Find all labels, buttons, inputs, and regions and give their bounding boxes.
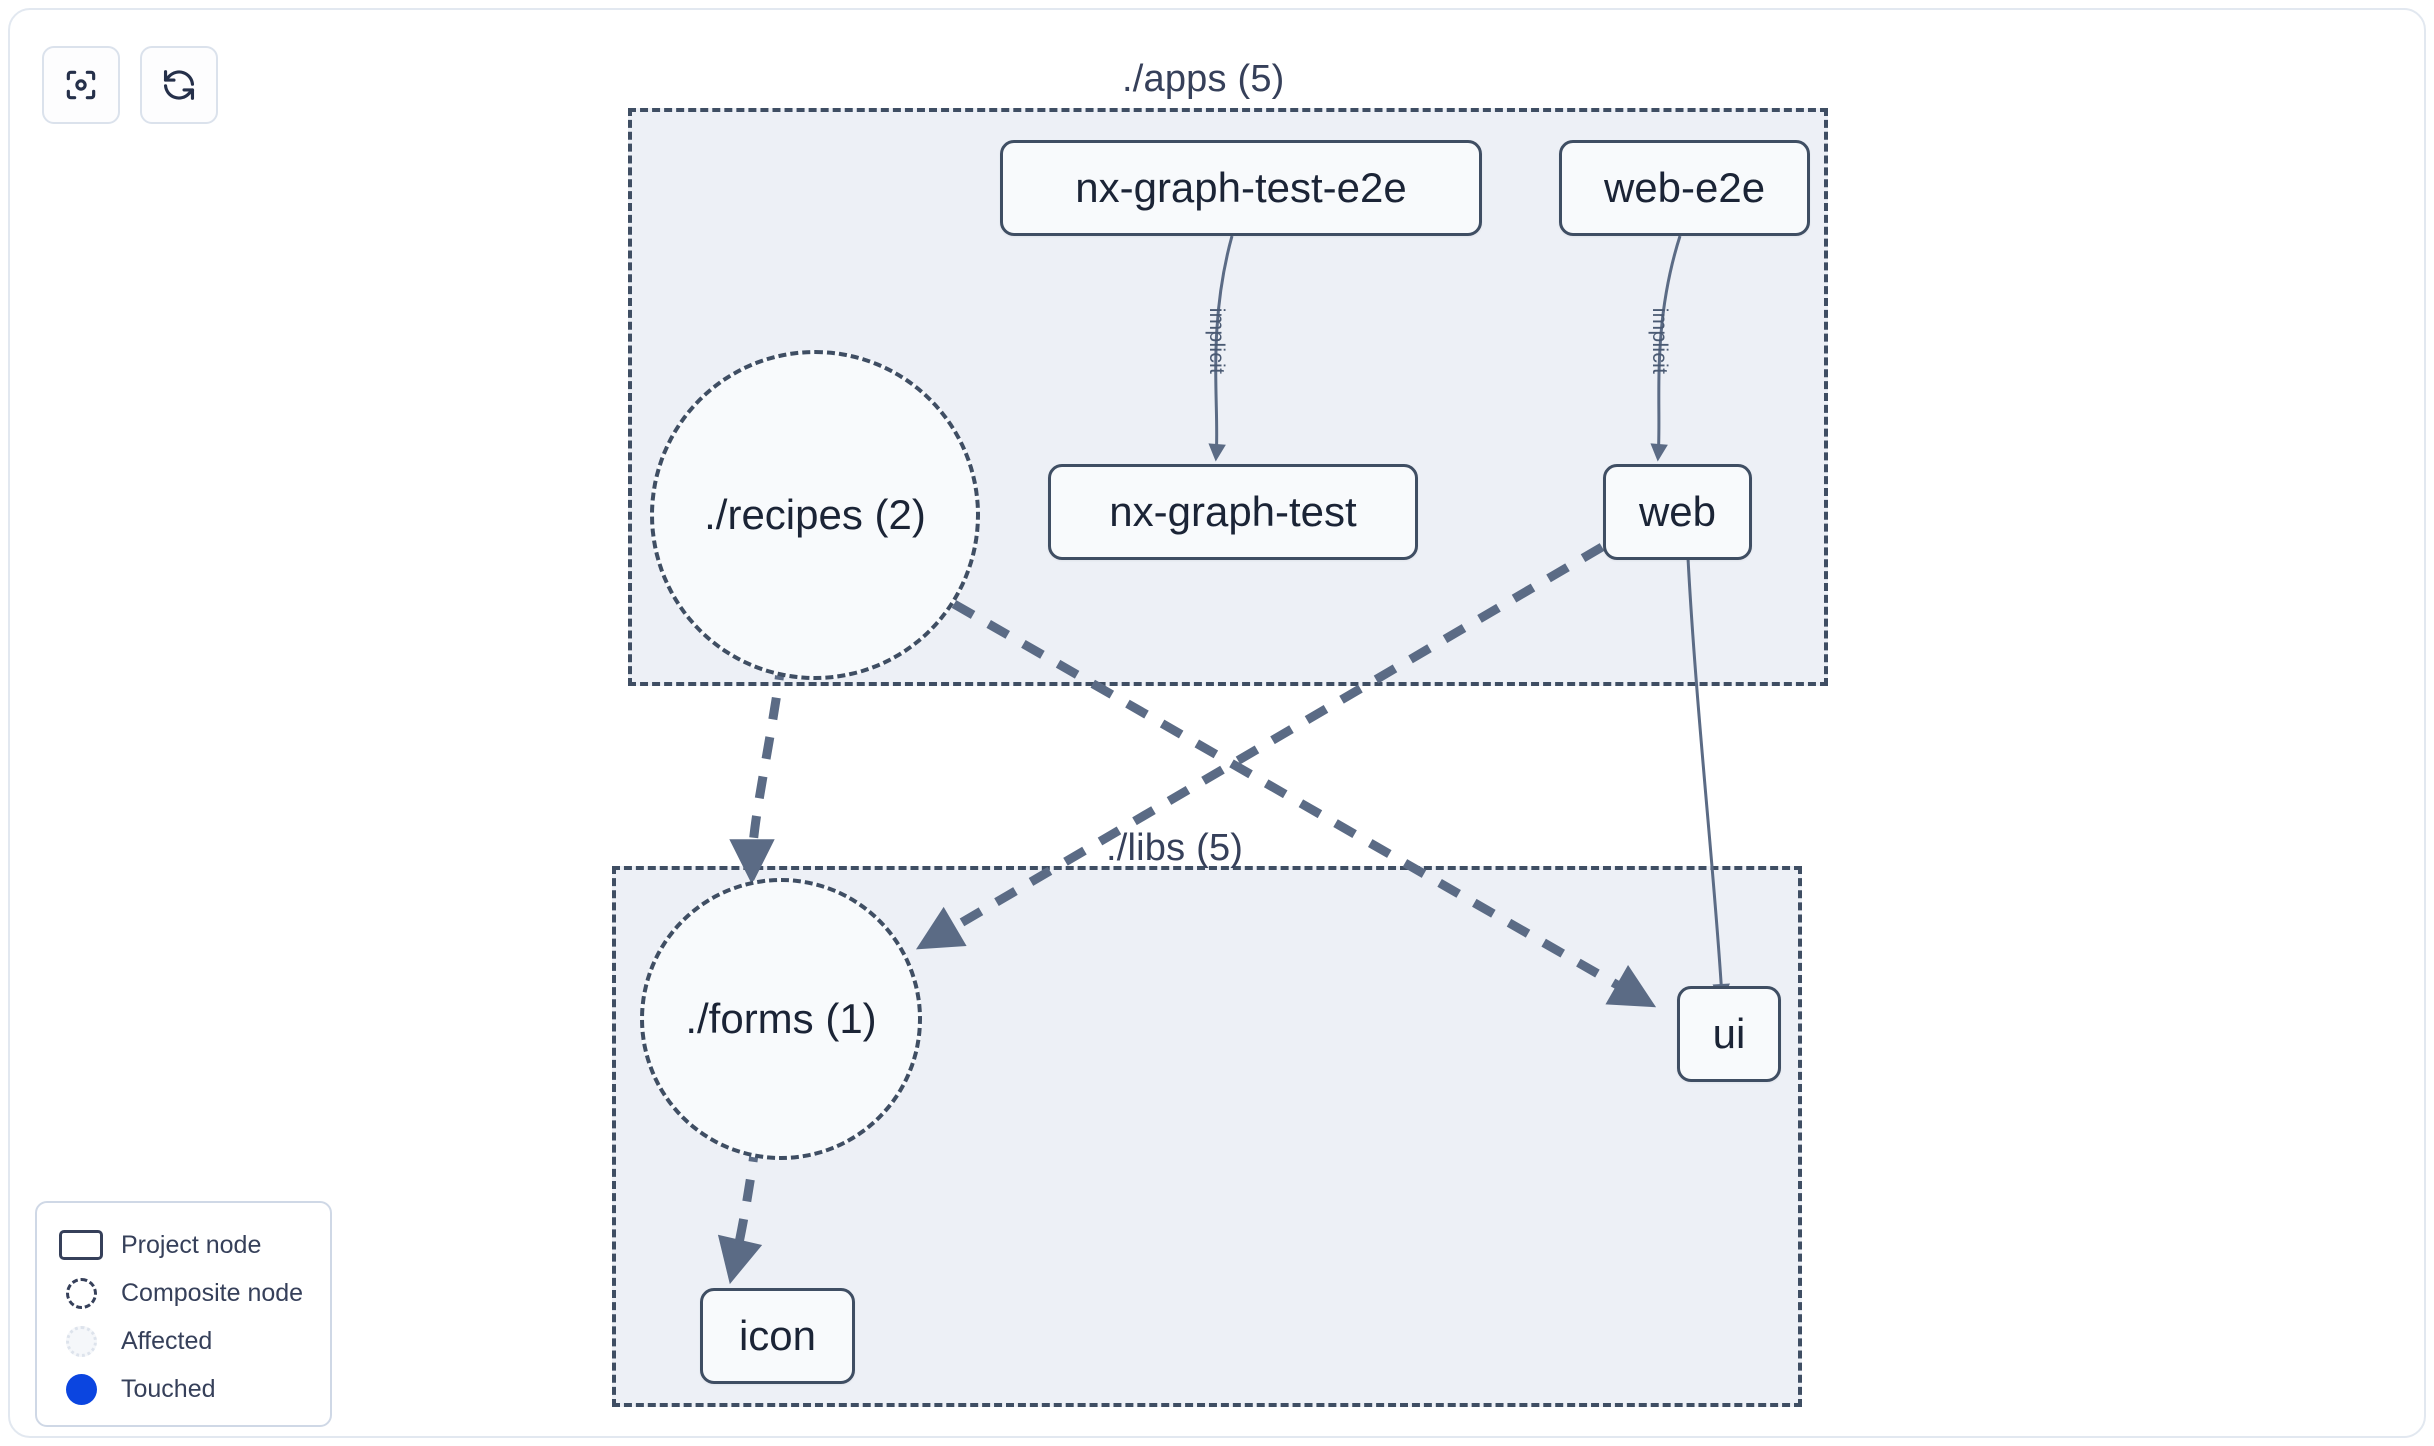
node-label: icon [738,1312,817,1359]
refresh-icon [160,66,198,104]
node-label: nx-graph-test [1109,488,1357,535]
composite-node-forms[interactable]: ./forms (1) [640,878,922,1160]
legend-label: Composite node [121,1278,304,1307]
legend-label: Touched [121,1374,216,1403]
group-label-apps: ./apps (5) [1122,58,1285,100]
node-label: nx-graph-test-e2e [1075,164,1407,211]
node-label: web-e2e [1603,164,1766,211]
node-label: web [1638,488,1717,535]
focus-graph-button[interactable] [42,46,120,124]
graph-toolbar [42,46,218,124]
graph-app-shell: ./apps (5) ./libs (5) [8,8,2426,1438]
legend-item-project-node: Project node [59,1221,308,1269]
legend-item-touched: Touched [59,1365,308,1413]
node-ui[interactable]: ui [1677,986,1781,1082]
composite-node-recipes[interactable]: ./recipes (2) [650,350,980,680]
touched-swatch-icon [59,1373,103,1405]
node-icon[interactable]: icon [700,1288,855,1384]
composite-node-label: ./recipes (2) [704,491,926,538]
project-graph-canvas[interactable]: ./apps (5) ./libs (5) [10,10,2424,1436]
node-web-e2e[interactable]: web-e2e [1559,140,1810,236]
group-label-libs: ./libs (5) [1106,827,1244,869]
node-label: ui [1712,1010,1746,1057]
legend-label: Affected [121,1326,213,1355]
legend-label: Project node [121,1230,262,1259]
project-node-swatch-icon [59,1230,103,1260]
edge-recipes-to-forms [729,657,787,885]
refresh-graph-button[interactable] [140,46,218,124]
legend-item-affected: Affected [59,1317,308,1365]
composite-node-swatch-icon [59,1277,103,1309]
node-web[interactable]: web [1603,464,1752,560]
focus-target-icon [62,66,100,104]
composite-node-label: ./forms (1) [685,995,877,1042]
legend-item-composite-node: Composite node [59,1269,308,1317]
node-nx-graph-test-e2e[interactable]: nx-graph-test-e2e [1000,140,1482,236]
node-nx-graph-test[interactable]: nx-graph-test [1048,464,1418,560]
graph-legend: Project node Composite node Affected Tou… [35,1201,332,1427]
affected-swatch-icon [59,1325,103,1357]
